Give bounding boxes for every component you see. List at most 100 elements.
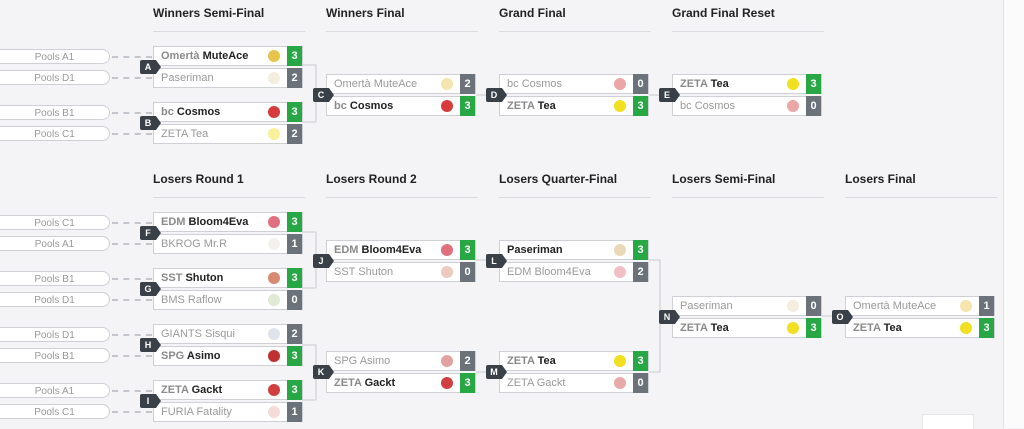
header-grand-final: Grand Final [499,6,566,20]
pool-entry[interactable]: Pools B1 [0,348,110,363]
match-label[interactable]: M [486,365,507,379]
gamer-tag: Gackt [191,384,223,396]
match-label[interactable]: I [140,394,161,408]
pool-entry[interactable]: Pools C1 [0,404,110,419]
pool-entry[interactable]: Pools A1 [0,383,110,398]
match-label[interactable]: L [486,254,507,268]
score-badge: 3 [287,102,302,122]
header-losers-round-1: Losers Round 1 [153,172,244,186]
gamer-tag: Cosmos [694,100,736,112]
player-name: bc Cosmos [507,75,562,93]
match-label[interactable]: F [140,226,161,240]
character-icon [268,238,280,250]
player-row[interactable]: ZETA Gackt 3 [153,380,303,400]
header-winners-final: Winners Final [326,6,405,20]
gamer-tag: MuteAce [373,78,418,90]
pool-entry[interactable]: Pools A1 [0,236,110,251]
match-label[interactable]: D [486,88,507,102]
match-label[interactable]: O [832,310,853,324]
header-losers-final: Losers Final [845,172,916,186]
team-tag: ZETA [507,377,537,389]
pool-entry[interactable]: Pools C1 [0,126,110,141]
player-name: bc Cosmos [161,103,220,121]
player-name: Paseriman [161,69,214,87]
match-label[interactable]: J [313,254,334,268]
team-tag: ZETA [680,322,711,334]
pool-entry[interactable]: Pools D1 [0,292,110,307]
score-badge: 2 [287,324,302,344]
character-icon [441,78,453,90]
pool-entry[interactable]: Pools C1 [0,215,110,230]
score-badge: 3 [287,268,302,288]
score-badge: 3 [806,74,821,94]
pool-entry[interactable]: Pools D1 [0,70,110,85]
player-row[interactable]: bc Cosmos 3 [153,102,303,122]
score-badge: 3 [460,373,475,393]
pool-connector [112,411,152,413]
pool-entry[interactable]: Pools B1 [0,105,110,120]
player-name: SPG Asimo [161,347,221,365]
character-icon [268,406,280,418]
score-badge: 3 [460,96,475,116]
match-label[interactable]: C [313,88,334,102]
match-label[interactable]: H [140,338,161,352]
player-name: ZETA Gackt [161,381,222,399]
match-label[interactable]: K [313,365,334,379]
pool-connector [112,133,152,135]
score-badge: 1 [287,402,302,422]
team-tag: bc [161,106,177,118]
pool-entry[interactable]: Pools B1 [0,271,110,286]
match-label[interactable]: N [659,310,680,324]
score-badge: 3 [287,380,302,400]
pool-entry[interactable]: Pools A1 [0,49,110,64]
match-label[interactable]: B [140,116,161,130]
match-label[interactable]: G [140,282,161,296]
match-label[interactable]: A [140,60,161,74]
pool-entry[interactable]: Pools D1 [0,327,110,342]
match-label[interactable]: E [659,88,680,102]
